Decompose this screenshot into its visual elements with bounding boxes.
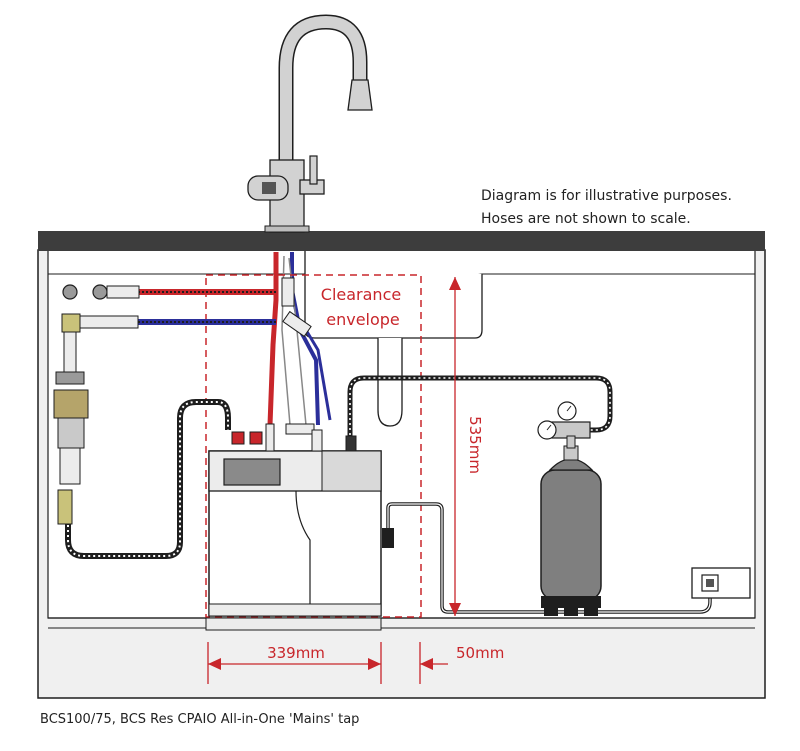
note-line-2: Hoses are not shown to scale.	[481, 211, 691, 227]
power-cable	[382, 502, 712, 614]
gap-dimension-label: 50mm	[456, 644, 504, 662]
clearance-label-1: Clearance	[321, 285, 401, 304]
isolation-valves-icon	[53, 284, 140, 525]
co2-cylinder-icon	[540, 445, 602, 616]
width-dimension-label: 339mm	[267, 644, 325, 662]
product-caption: BCS100/75, BCS Res CPAIO All-in-One 'Mai…	[40, 712, 360, 727]
illustrative-note: Diagram is for illustrative purposes. Ho…	[481, 185, 732, 231]
tap-feed-hoses	[267, 252, 332, 426]
note-line-1: Diagram is for illustrative purposes.	[481, 188, 732, 204]
height-dimension-label: 535mm	[466, 416, 484, 474]
gap-dimension	[419, 642, 448, 684]
tap-icon	[247, 14, 373, 233]
countertop	[38, 231, 765, 251]
clearance-envelope	[205, 274, 422, 618]
width-dimension	[207, 642, 382, 684]
pressure-regulator-icon	[537, 401, 591, 449]
wall-socket-icon	[691, 567, 751, 599]
height-dimension	[449, 277, 461, 616]
water-heater-unit-icon	[205, 423, 382, 631]
braided-supply-hoses	[65, 289, 613, 559]
clearance-label-2: envelope	[326, 310, 400, 329]
